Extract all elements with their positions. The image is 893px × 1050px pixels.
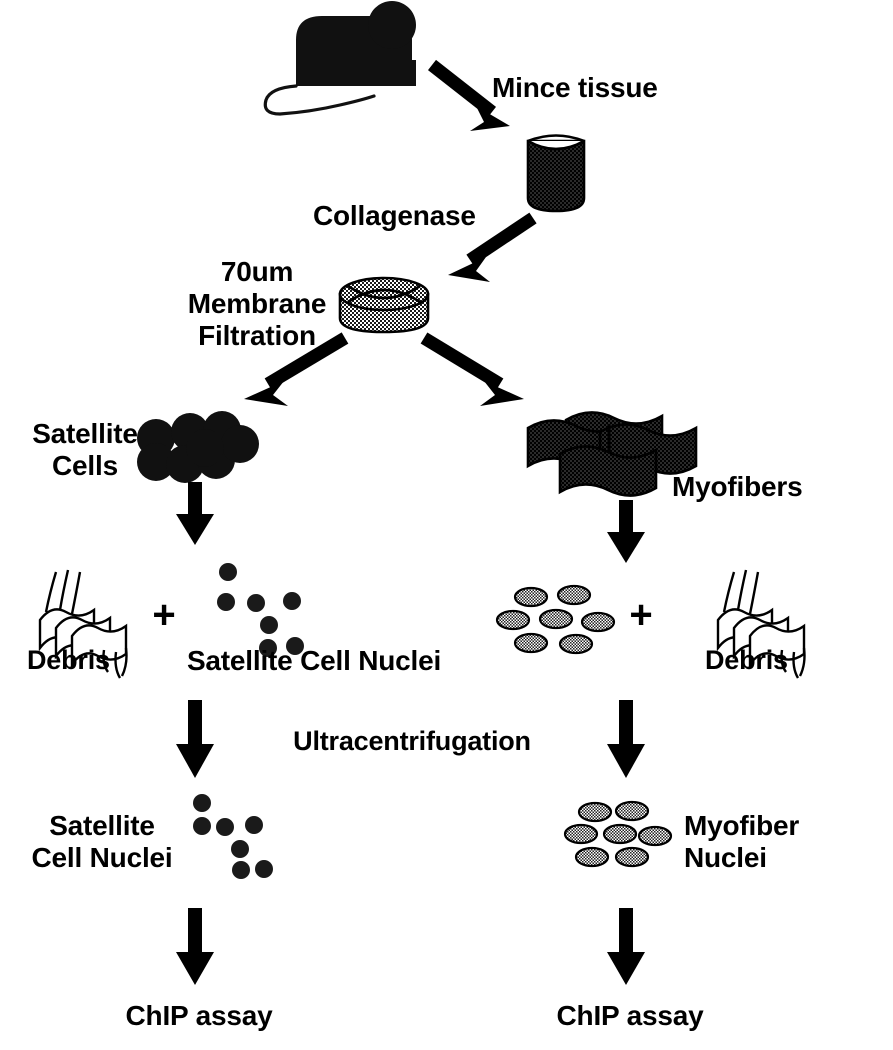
satellite-cells-cluster: [137, 411, 259, 483]
membrane-filter-icon: [338, 276, 430, 334]
debris-right-label: Debris: [705, 645, 788, 675]
satellite-cell-nuclei-bottom-label-line2: Cell Nuclei: [31, 842, 173, 873]
satellite-cells-label-line2: Cells: [52, 450, 118, 481]
myofiber-nuclei-label-line1: Myofiber: [684, 810, 800, 841]
plus-sign-right: +: [629, 593, 653, 637]
beaker-icon: [526, 134, 586, 213]
satellite-cell-nuclei-mid-label: Satellite Cell Nuclei: [186, 645, 442, 676]
filtration-label-line2: Membrane: [187, 288, 327, 319]
myofibers-icon: [526, 411, 698, 497]
satellite-cell-nuclei-bottom-label-line1: Satellite: [49, 810, 155, 841]
left-chip-arrow: [176, 908, 214, 985]
mince-tissue-arrow: [427, 59, 510, 131]
plus-sign-left: +: [152, 593, 176, 637]
filter-to-satellite-cells-arrow: [244, 332, 349, 406]
filtration-label-line3: Filtration: [198, 320, 316, 351]
myofiber-nuclei-bottom: [563, 800, 673, 868]
mince-tissue-label: Mince tissue: [492, 72, 658, 103]
collagenase-arrow: [448, 212, 537, 282]
chip-assay-right-label: ChIP assay: [556, 1000, 704, 1031]
satellite-cells-label-line1: Satellite: [32, 418, 138, 449]
chip-assay-left-label: ChIP assay: [125, 1000, 273, 1031]
debris-right-icon: [716, 569, 806, 679]
debris-left-label: Debris: [27, 645, 110, 675]
right-ultracentrifugation-arrow: [607, 700, 645, 778]
myofibers-lysis-arrow: [607, 500, 645, 563]
collagenase-label: Collagenase: [313, 200, 476, 231]
ultracentrifugation-label: Ultracentrifugation: [293, 726, 531, 756]
left-ultracentrifugation-arrow: [176, 700, 214, 778]
satellite-cell-nuclei-bottom: [193, 794, 273, 879]
myofibers-label: Myofibers: [672, 471, 803, 502]
satellite-cells-lysis-arrow: [176, 482, 214, 545]
myofiber-nuclei-mid: [495, 584, 616, 655]
debris-left-icon: [38, 569, 128, 679]
myofiber-nuclei-label-line2: Nuclei: [684, 842, 767, 873]
satellite-cell-nuclei-mid: [217, 563, 304, 657]
right-chip-arrow: [607, 908, 645, 985]
filtration-label-line1: 70um: [220, 256, 294, 287]
filter-to-myofibers-arrow: [420, 332, 524, 406]
mouse-icon: [263, 1, 416, 116]
